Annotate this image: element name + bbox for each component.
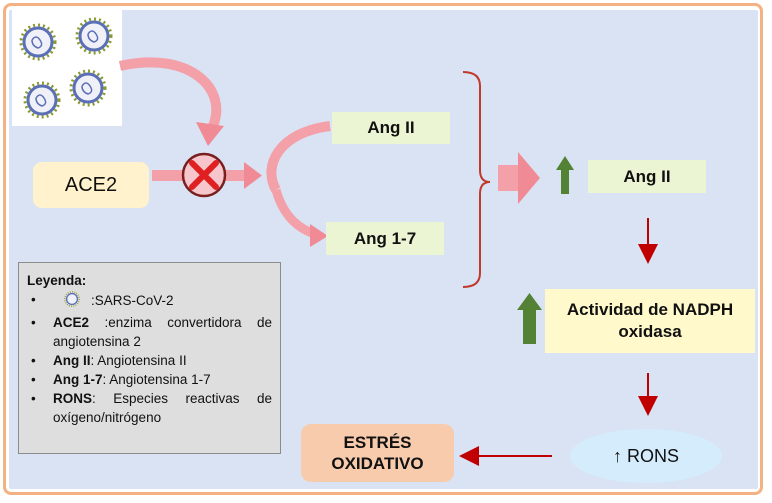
legend-desc: : Angiotensina II xyxy=(90,353,187,368)
legend-term: ACE2 xyxy=(53,315,90,330)
split-arrow-top xyxy=(266,121,331,193)
legend-item-ace2: ACE2 :enzima convertidora de angiotensin… xyxy=(27,313,272,351)
legend-desc: :enzima convertidora de angiotensina 2 xyxy=(53,315,272,349)
virus-icon xyxy=(19,23,57,61)
virus-icon xyxy=(53,290,91,313)
split-arrow-head xyxy=(310,224,328,247)
legend-box: Leyenda: :SARS-CoV-2 ACE2 :enzima conver… xyxy=(18,262,281,454)
virus-icon xyxy=(19,17,113,119)
legend-term: Ang II xyxy=(53,353,91,368)
legend-desc: : Especies reactivas de oxígeno/nitrógen… xyxy=(53,391,272,425)
legend-list: :SARS-CoV-2 ACE2 :enzima convertidora de… xyxy=(27,290,272,427)
curved-arrow-virus xyxy=(118,57,222,131)
legend-item-virus: :SARS-CoV-2 xyxy=(27,290,272,313)
legend-item-rons: RONS: Especies reactivas de oxígeno/nitr… xyxy=(27,389,272,427)
bracket-icon xyxy=(462,71,491,288)
legend-desc: : Angiotensina 1-7 xyxy=(102,372,211,387)
node-ace2: ACE2 xyxy=(33,162,149,208)
result-arrow-head xyxy=(518,152,540,204)
legend-title: Leyenda: xyxy=(27,273,87,288)
node-nadph-activity: Actividad de NADPH oxidasa xyxy=(545,289,755,353)
virus-cluster xyxy=(12,10,122,126)
node-ang-1-7: Ang 1-7 xyxy=(326,222,444,255)
virus-icon xyxy=(69,69,107,107)
curved-arrow-virus-head xyxy=(196,122,224,146)
legend-item-ang-ii: Ang II: Angiotensina II xyxy=(27,351,272,370)
legend-item-ang-1-7: Ang 1-7: Angiotensina 1-7 xyxy=(27,370,272,389)
result-arrow-shaft xyxy=(498,165,520,191)
node-ang-ii: Ang II xyxy=(332,112,450,144)
up-arrow-icon xyxy=(556,156,574,194)
virus-icon xyxy=(23,81,61,119)
ace2-arrow-head xyxy=(244,162,262,189)
node-oxidative-stress: ESTRÉS OXIDATIVO xyxy=(301,424,454,482)
node-rons: ↑ RONS xyxy=(570,429,722,483)
legend-term: RONS xyxy=(53,391,93,406)
legend-term: Ang 1-7 xyxy=(53,372,103,387)
virus-icon xyxy=(75,17,113,55)
blocked-x-icon xyxy=(181,152,227,198)
legend-desc: :SARS-CoV-2 xyxy=(91,293,174,309)
node-ang-ii-result: Ang II xyxy=(588,160,706,193)
up-arrow-icon xyxy=(517,293,542,344)
